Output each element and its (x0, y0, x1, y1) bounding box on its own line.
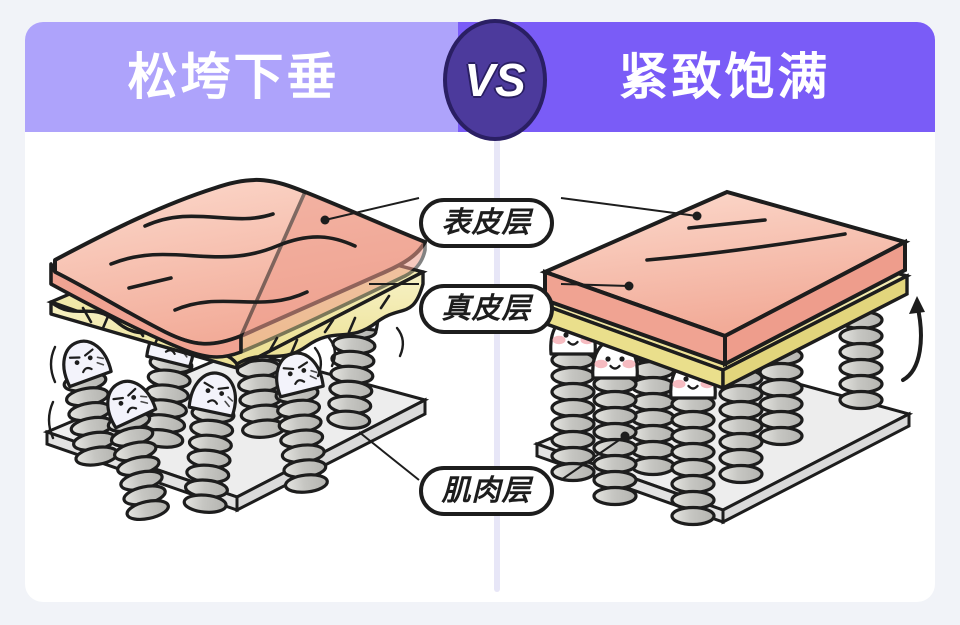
header-title-right: 紧致饱满 (618, 49, 831, 105)
connector-epidermis-right (560, 197, 698, 217)
connector-epidermis-left (324, 197, 420, 221)
header-banner-left: 松垮下垂 (25, 22, 502, 132)
left-skin-model (42, 177, 430, 525)
label-dermis[interactable]: 真皮层 (419, 284, 554, 334)
connector-dermis-right (560, 283, 630, 287)
label-dermis-text: 真皮层 (441, 292, 532, 325)
lift-arrow-icon (901, 296, 925, 382)
right-epidermis-layer (539, 189, 911, 368)
connector-muscle-left (358, 431, 420, 481)
label-epidermis-text: 表皮层 (441, 206, 532, 239)
skin-layers-diagram (42, 177, 925, 527)
label-epidermis[interactable]: 表皮层 (419, 198, 554, 248)
header-title-left: 松垮下垂 (127, 49, 340, 105)
left-epidermis-layer (49, 177, 427, 359)
vs-badge: VS (443, 19, 547, 141)
label-muscle[interactable]: 肌肉层 (419, 466, 554, 516)
center-divider (494, 130, 500, 592)
right-skin-model (532, 189, 925, 527)
callout-connectors (320, 197, 702, 481)
label-muscle-text: 肌肉层 (441, 474, 532, 507)
vs-badge-label: VS (464, 54, 526, 106)
vs-badge-ellipse (443, 19, 547, 141)
left-wobble-marks (47, 326, 405, 440)
connector-muscle-right (560, 435, 626, 481)
